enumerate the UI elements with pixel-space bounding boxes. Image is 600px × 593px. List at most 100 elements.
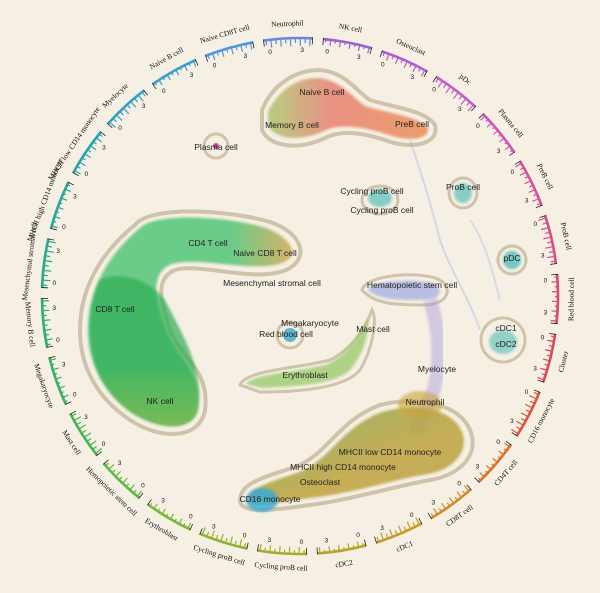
ring-bar [59,385,65,389]
cluster-label-cd8-t-cell-9: CD8 T cell [95,304,134,314]
ring-bar [448,497,454,503]
ring-tick [47,238,55,241]
ring-bar [406,521,411,529]
ring-bar [250,43,253,50]
ring-bar [47,245,52,248]
ring-bar [244,542,247,548]
ring-bar [467,105,474,112]
ring-tick [67,181,74,186]
ring-tick [423,70,428,77]
ring-bar [225,538,228,543]
ring-tick-max: 3 [325,538,329,545]
ring-bar [409,64,412,68]
ring-bar [202,527,206,535]
ring-bar [389,529,393,537]
ring-bar [50,358,57,361]
ring-label: Osteoclast [395,36,428,57]
ring-tick [427,512,432,520]
ring-bar [385,54,390,61]
ring-tick [69,410,77,415]
ring-bar [485,119,488,123]
plasma-contour [202,132,230,160]
ring-bar [382,52,385,57]
ring-bar [130,101,137,108]
ring-tick [470,105,477,112]
ring-bar [84,432,92,438]
ring-bar [235,46,238,51]
ring-bar [347,543,350,549]
cdc-contour [479,316,527,364]
ring-bar [212,54,216,61]
ring-bar [175,70,180,76]
ring-tick [474,477,480,484]
ring-bar [525,403,532,408]
cluster-label-neutrophil-21: Neutrophil [406,397,445,407]
cluster-label-mesenchymal-stromal-cell-11: Mesenchymal stromal cell [223,278,321,288]
ring-bar [356,541,360,547]
ring-bar [158,80,163,86]
ring-bar [397,525,402,533]
ring-bar [215,535,219,540]
cluster-label-myelocyte-20: Myelocyte [418,364,457,374]
ring-bar [245,44,248,48]
ring-bar [216,52,219,56]
ring-bar [441,502,446,509]
ring-tick [257,544,259,552]
ring-bar [58,382,61,384]
ring-label: Neutrophil [271,18,304,29]
ring-tick [505,440,512,446]
rbc-fill [283,328,297,342]
ring-bar [85,153,91,159]
ring-bar [543,236,551,240]
ring-tick [64,401,72,406]
ring-bar [420,70,425,77]
ring-arc [542,334,557,383]
ring-bar [259,543,262,550]
ring-bar [532,198,539,202]
ring-bar [491,463,494,466]
ring-bar [179,518,183,524]
ring-tick-min: 0 [541,334,545,341]
ring-tick [246,542,249,550]
ring-bar [337,544,340,551]
ring-bar [180,68,183,71]
ring-tick [204,54,209,62]
ring-bar [443,84,447,89]
ring-bar [412,66,417,73]
ring-bar [184,65,188,71]
cluster-label-preb-cell-2: PreB cell [395,119,429,129]
ring-bar [280,39,282,47]
ring-tick [379,50,383,58]
ring-bar [62,197,68,201]
ring-tick-max: 3 [533,366,537,373]
ring-bar [56,211,60,214]
plasma-dot [213,143,219,149]
cluster-label-cycling-prob-cell-6: Cycling proB cell [350,205,413,215]
ring-bar [451,89,455,94]
ring-bar [529,185,533,188]
ring-tick-min: 0 [457,481,461,488]
ring-bar [533,391,538,395]
cycling-prob-contour [360,184,400,216]
ring-bar [437,81,443,88]
ring-bar [338,42,341,48]
ring-bar [545,349,552,352]
ring-bar [504,442,509,447]
ring-bar [58,207,64,210]
ring-bar [220,533,224,541]
ring-bar [93,141,97,145]
ring-bar [529,400,534,404]
ring-bar [230,48,234,55]
ring-bar [385,533,389,538]
ring-bar [93,445,97,450]
ring-tick [46,345,54,348]
ring-bar [52,225,58,229]
ring-tick-min: 0 [213,62,217,69]
prob-fill [454,183,472,203]
ring-bar [547,241,552,244]
ring-bar [116,115,123,121]
